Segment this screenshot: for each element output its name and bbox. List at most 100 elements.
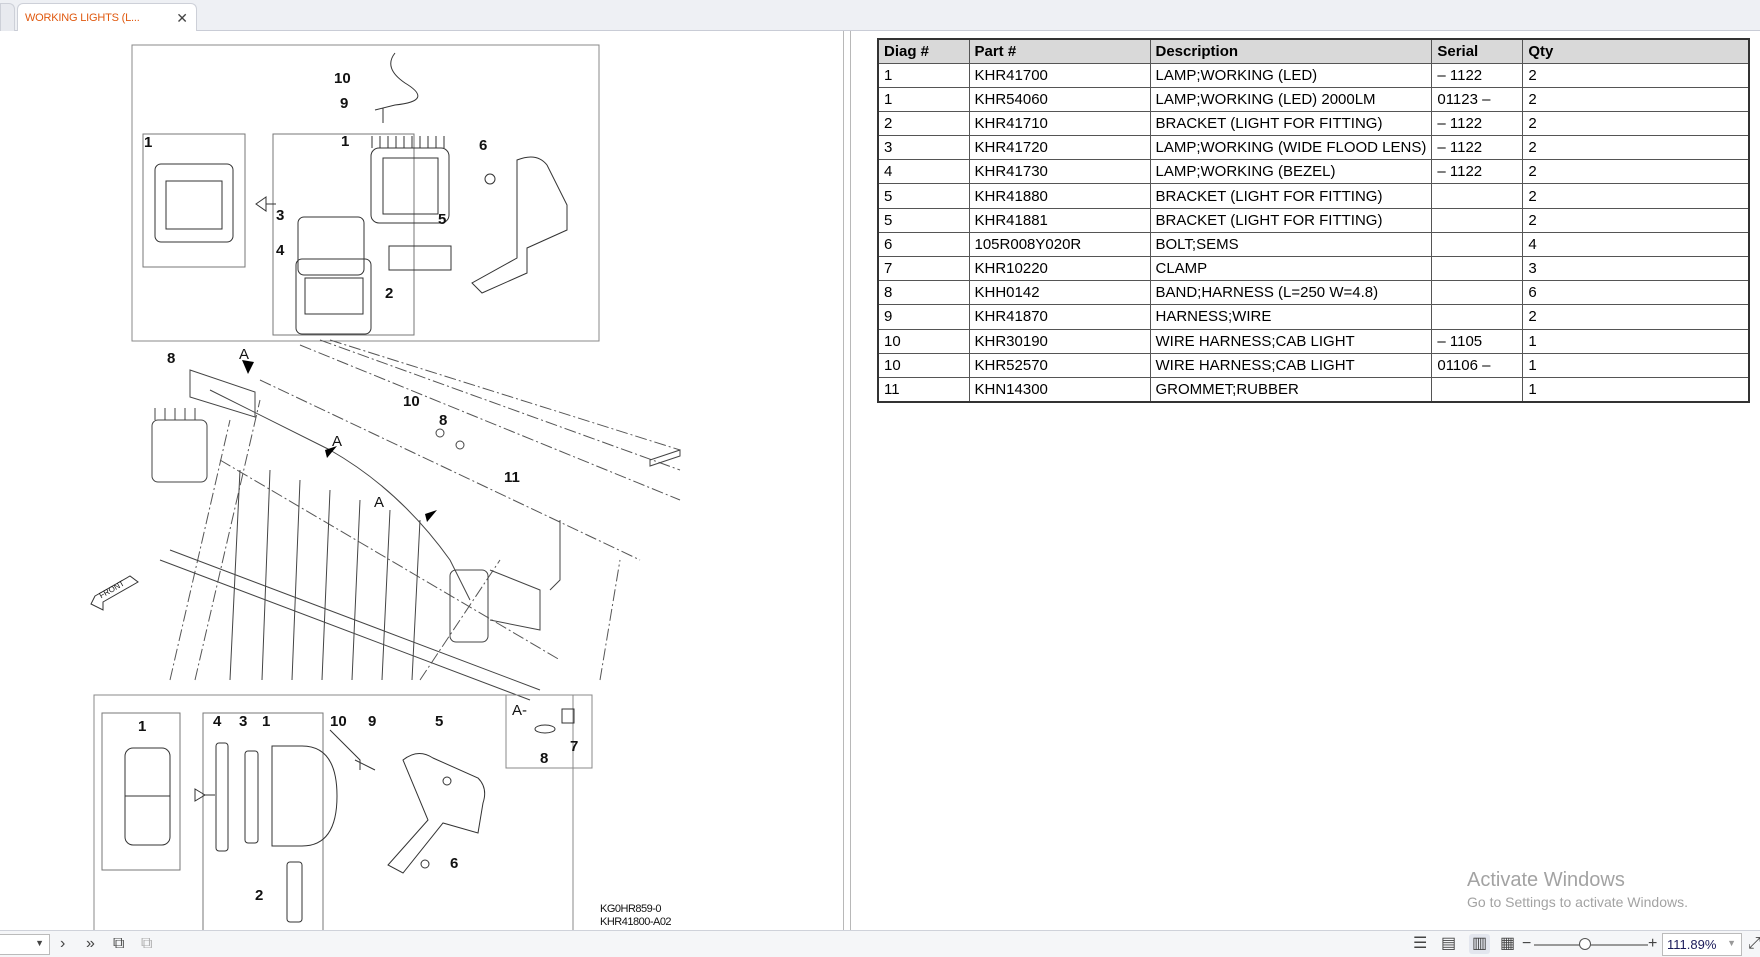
callout: 4 <box>213 713 222 730</box>
table-cell <box>1431 255 1524 282</box>
table-cell: 8 <box>877 280 970 306</box>
page-select[interactable]: ▼ <box>0 934 50 955</box>
chevron-down-icon: ▼ <box>35 938 44 948</box>
two-page-view-icon[interactable]: ▥ <box>1469 934 1491 954</box>
continuous-view-icon[interactable]: ▤ <box>1441 935 1457 952</box>
table-cell: – 1122 <box>1431 110 1524 137</box>
table-cell: – 1122 <box>1431 135 1524 161</box>
callout: 3 <box>276 207 285 224</box>
callout: 8 <box>439 412 448 429</box>
table-cell: 9 <box>877 304 970 330</box>
table-cell: 6 <box>1522 280 1750 306</box>
table-cell: BOLT;SEMS <box>1149 231 1433 258</box>
table-cell: 2 <box>1522 207 1750 233</box>
tab-working-lights[interactable]: WORKING LIGHTS (L... ✕ <box>17 3 197 32</box>
two-page-continuous-view-icon[interactable]: ▦ <box>1500 935 1516 952</box>
callout: 8 <box>167 350 176 367</box>
table-cell: KHR41710 <box>968 110 1151 137</box>
table-cell: 2 <box>1522 159 1750 185</box>
pane-splitter[interactable] <box>843 31 851 930</box>
zoom-out-icon[interactable]: − <box>1522 935 1532 952</box>
table-cell: LAMP;WORKING (BEZEL) <box>1149 159 1433 185</box>
table-cell: KHR41870 <box>968 304 1151 330</box>
table-cell <box>1431 280 1524 306</box>
parts-diagram <box>90 44 681 930</box>
table-cell: KHR10220 <box>968 255 1151 282</box>
table-cell: KHR41880 <box>968 183 1151 209</box>
table-cell: 2 <box>1522 183 1750 209</box>
callout: 1 <box>138 718 147 735</box>
table-cell: 105R008Y020R <box>968 231 1151 258</box>
table-cell: – 1105 <box>1431 328 1524 354</box>
callout: A <box>332 433 343 450</box>
table-cell: KHH0142 <box>968 280 1151 306</box>
table-cell: 7 <box>877 255 970 282</box>
ref-code: KG0HR859-0 <box>600 903 662 915</box>
detail-a-title: A- <box>512 702 527 719</box>
table-cell: HARNESS;WIRE <box>1149 304 1433 330</box>
table-cell: WIRE HARNESS;CAB LIGHT <box>1149 328 1433 354</box>
callout: 2 <box>255 887 264 904</box>
rotate-page-icon[interactable]: ⧉ <box>113 935 125 952</box>
table-cell: 10 <box>877 352 970 378</box>
fullscreen-icon[interactable]: ⤢ <box>1748 935 1760 952</box>
table-cell <box>1431 376 1524 403</box>
zoom-level-value: 111.89% <box>1667 937 1717 952</box>
table-cell: 2 <box>1522 110 1750 137</box>
table-cell: BRACKET (LIGHT FOR FITTING) <box>1149 183 1433 209</box>
table-cell: 2 <box>1522 304 1750 330</box>
table-cell <box>1431 183 1524 209</box>
callout: 9 <box>340 95 349 112</box>
table-cell: 3 <box>1522 255 1750 282</box>
last-page-icon[interactable]: » <box>86 935 95 952</box>
table-cell <box>1431 207 1524 233</box>
ref-code: KHR41800-A02 <box>600 916 672 928</box>
column-header: Serial <box>1431 38 1524 64</box>
table-cell: BRACKET (LIGHT FOR FITTING) <box>1149 207 1433 233</box>
copy-page-icon[interactable]: ⧉ <box>141 935 153 952</box>
callout: 10 <box>403 393 420 410</box>
previous-tab[interactable] <box>0 3 15 31</box>
callout: 11 <box>504 469 520 486</box>
callout: 2 <box>385 285 394 302</box>
table-cell: BRACKET (LIGHT FOR FITTING) <box>1149 110 1433 137</box>
zoom-in-icon[interactable]: + <box>1648 935 1658 952</box>
next-page-icon[interactable]: › <box>60 935 66 952</box>
zoom-level-input[interactable]: 111.89%▼ <box>1662 933 1742 956</box>
table-cell: 11 <box>877 376 970 403</box>
column-header: Part # <box>968 38 1151 64</box>
callout: 8 <box>540 750 549 767</box>
callout: A <box>374 494 385 511</box>
single-page-view-icon[interactable]: ☰ <box>1413 935 1428 952</box>
column-header: Description <box>1149 38 1433 64</box>
table-cell: 6 <box>877 231 970 258</box>
parts-diagram-pane: 10 9 1 1 6 3 4 5 2 8 A 10 8 A A 11 FRONT… <box>0 31 843 930</box>
table-cell: 2 <box>877 110 970 137</box>
column-header: Diag # <box>877 38 970 64</box>
top-detail-box <box>131 44 600 342</box>
callout: 10 <box>330 713 347 730</box>
table-cell: 01106 – <box>1431 352 1524 378</box>
table-cell: 1 <box>1522 376 1750 403</box>
table-cell: 1 <box>1522 328 1750 354</box>
zoom-slider[interactable] <box>1534 944 1648 946</box>
zoom-slider-thumb[interactable] <box>1579 938 1592 950</box>
close-icon[interactable]: ✕ <box>176 10 188 26</box>
table-cell: 3 <box>877 135 970 161</box>
table-cell: 4 <box>877 159 970 185</box>
